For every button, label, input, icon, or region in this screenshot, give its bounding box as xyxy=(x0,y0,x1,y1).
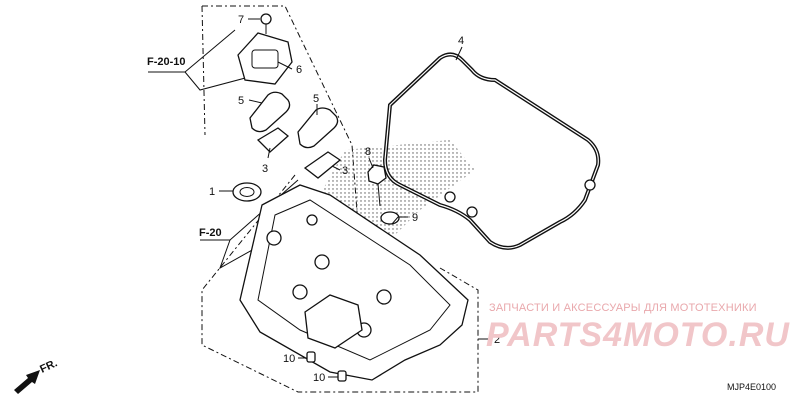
cover-boss-f xyxy=(306,214,318,226)
gasket-grommet-a xyxy=(444,191,456,203)
reference-f20: F-20 xyxy=(199,227,222,239)
reed-cap-5b xyxy=(297,107,339,149)
reference-f20-10: F-20-10 xyxy=(147,56,186,68)
cylinder-head-cover xyxy=(239,184,469,381)
callout-2: 2 xyxy=(494,334,500,346)
bolt-7 xyxy=(260,13,272,25)
callout-3b: 3 xyxy=(342,165,348,177)
callout-7: 7 xyxy=(238,14,244,26)
reed-valve-3b xyxy=(303,151,342,179)
callout-9: 9 xyxy=(412,212,418,224)
fr-arrow-icon xyxy=(14,370,40,394)
callout-3a: 3 xyxy=(262,163,268,175)
leader-4 xyxy=(455,46,463,61)
bolt-8-head xyxy=(367,164,387,185)
callout-5a: 5 xyxy=(238,95,244,107)
gasket-grommet-b xyxy=(466,206,478,218)
leader-3b xyxy=(331,165,341,171)
assembly-frame-left xyxy=(201,5,206,136)
watermark-brand: PARTS4MOTO.RU xyxy=(486,316,790,354)
callout-6: 6 xyxy=(296,64,302,76)
cover-boss-c xyxy=(292,284,308,300)
gasket-grommet-c xyxy=(584,179,596,191)
leader-5a xyxy=(248,99,263,104)
head-cover-gasket-inner xyxy=(384,53,599,249)
cover-boss-a xyxy=(266,230,282,246)
reed-cap-5a xyxy=(249,91,291,133)
leader-3a xyxy=(267,147,271,159)
leader-8 xyxy=(368,157,374,169)
watermark-tagline: ЗАПЧАСТИ И АКСЕССУАРЫ ДЛЯ МОТОТЕХНИКИ xyxy=(489,302,757,314)
callout-10b: 10 xyxy=(313,372,325,384)
seal-ring-1 xyxy=(232,182,262,202)
callout-1: 1 xyxy=(209,186,215,198)
grommet-9 xyxy=(380,211,400,225)
cover-plate-6 xyxy=(237,32,293,85)
dowel-10b xyxy=(337,370,347,382)
diagram-code: MJP4E0100 xyxy=(727,382,776,392)
bolt-8-shaft xyxy=(377,183,381,207)
callout-5b: 5 xyxy=(313,93,319,105)
callout-4: 4 xyxy=(458,35,464,47)
cover-boss-d xyxy=(376,289,392,305)
seal-ring-1-inner xyxy=(239,187,255,197)
fr-label: FR. xyxy=(38,357,59,375)
cover-boss-b xyxy=(314,254,330,270)
callout-10a: 10 xyxy=(283,353,295,365)
leader-6 xyxy=(277,61,293,70)
reed-valve-3a xyxy=(256,127,290,153)
cover-plate-6-window xyxy=(251,49,279,69)
callout-8: 8 xyxy=(365,146,371,158)
cover-center-port xyxy=(304,294,363,349)
leader-9 xyxy=(391,216,408,225)
dowel-10a xyxy=(306,351,316,363)
assembly-frame-lower xyxy=(201,174,479,393)
cover-inner-ridge xyxy=(257,199,451,361)
